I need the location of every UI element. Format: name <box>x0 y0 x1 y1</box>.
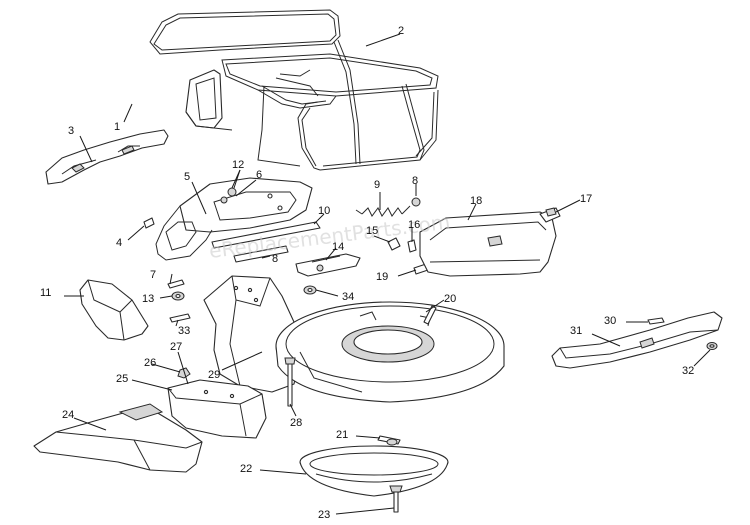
callout-30: 30 <box>604 315 616 327</box>
callout-4: 4 <box>116 237 122 249</box>
part-25-front-skirt <box>167 379 267 439</box>
callout-12: 12 <box>232 159 244 171</box>
callout-29: 29 <box>208 369 220 381</box>
part-23-screw <box>389 485 403 513</box>
callout-15: 15 <box>366 225 378 237</box>
callout-27: 27 <box>170 341 182 353</box>
callout-24: 24 <box>62 409 74 421</box>
callout-16: 16 <box>408 219 420 231</box>
callout-21: 21 <box>336 429 348 441</box>
part-5-mount-plate <box>155 177 313 261</box>
callout-3: 3 <box>68 125 74 137</box>
callout-34: 34 <box>342 291 354 303</box>
callout-26: 26 <box>144 357 156 369</box>
callout-labels: 2 1 3 4 5 6 12 7 8 8 9 10 11 13 14 15 16… <box>40 25 694 521</box>
callout-23: 23 <box>318 509 330 521</box>
callout-13: 13 <box>142 293 154 305</box>
fasteners-upper <box>143 187 421 229</box>
callout-9: 9 <box>374 179 380 191</box>
fasteners-30-32 <box>647 317 718 350</box>
callout-7: 7 <box>150 269 156 281</box>
callout-18: 18 <box>470 195 482 207</box>
part-31-side-rail <box>551 311 723 369</box>
part-28-bolt <box>284 357 296 407</box>
part-21-bolt <box>377 435 401 446</box>
callout-28: 28 <box>290 417 302 429</box>
callout-14: 14 <box>332 241 344 253</box>
callout-1: 1 <box>114 121 120 133</box>
part-3-bracket <box>45 129 169 185</box>
fasteners-left <box>167 279 191 323</box>
part-9-spring <box>355 205 411 217</box>
callout-8-upper: 8 <box>412 175 418 187</box>
callout-33: 33 <box>178 325 190 337</box>
part-34-washer <box>303 285 317 295</box>
part-24-front-skid <box>33 403 203 473</box>
part-17-clip <box>539 207 561 223</box>
part-2-catcher-frame <box>149 9 439 171</box>
callout-25: 25 <box>116 373 128 385</box>
callout-31: 31 <box>570 325 582 337</box>
callout-6: 6 <box>256 169 262 181</box>
part-11-side-deflector <box>79 279 149 341</box>
callout-11: 11 <box>40 287 51 299</box>
callout-8-lower: 8 <box>272 253 278 265</box>
part-20-mower-deck <box>275 301 505 403</box>
callout-20: 20 <box>444 293 456 305</box>
part-14-latch <box>295 253 361 277</box>
callout-32: 32 <box>682 365 694 377</box>
callout-10: 10 <box>318 205 330 217</box>
callout-22: 22 <box>240 463 252 475</box>
part-29-chute-housing <box>203 275 301 393</box>
part-22-bottom-pan <box>299 445 449 497</box>
callout-17: 17 <box>580 193 592 205</box>
part-10-hinge-rod <box>211 221 321 263</box>
leader-lines <box>64 33 711 515</box>
part-1-catcher-panel <box>185 69 233 131</box>
callout-5: 5 <box>184 171 190 183</box>
callout-2: 2 <box>398 25 404 37</box>
part-18-rear-cover <box>419 211 557 277</box>
callout-19: 19 <box>376 271 388 283</box>
